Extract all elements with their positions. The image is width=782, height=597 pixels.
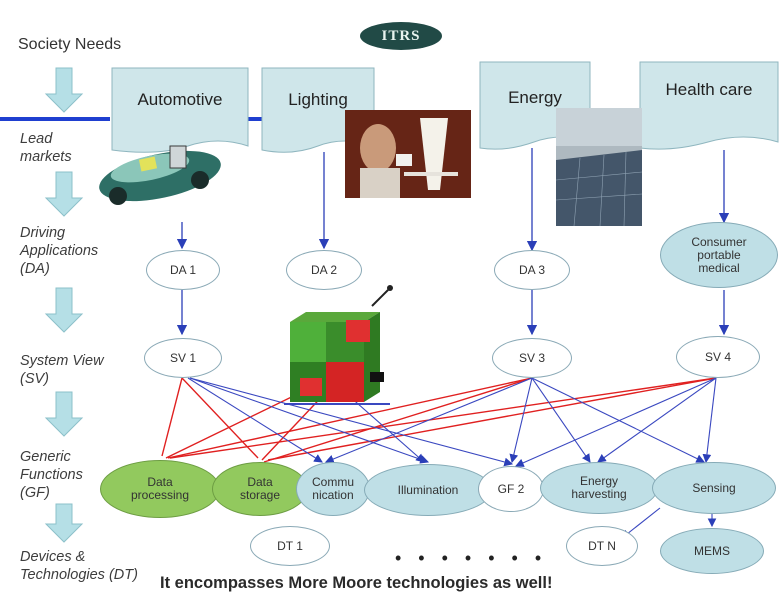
dt-1-node: DT 1	[250, 526, 330, 566]
label-system-view: System View (SV)	[20, 353, 104, 387]
da-4-node: Consumer portable medical	[660, 222, 778, 288]
gf-data-processing: Data processing	[100, 460, 220, 518]
gf-energy-harvesting: Energy harvesting	[540, 462, 658, 514]
gf-sensing: Sensing	[652, 462, 776, 514]
car-image	[99, 145, 221, 205]
da-3-node: DA 3	[494, 250, 570, 290]
sv-4-node: SV 4	[676, 336, 760, 378]
cube-graphic	[284, 285, 393, 405]
label-devices-technologies: Devices & Technologies (DT)	[20, 549, 138, 583]
healthcare-tab-shape	[639, 61, 779, 150]
label-lead-markets: Lead markets	[20, 131, 72, 165]
solar-photo	[555, 108, 643, 227]
automotive-tab-shape	[111, 67, 249, 153]
down-arrow-icon	[44, 171, 84, 217]
market-automotive: Automotive	[137, 90, 223, 109]
footer-caption: It encompasses More Moore technologies a…	[160, 574, 553, 592]
label-generic-functions: Generic Functions (GF)	[20, 449, 83, 501]
red-connections	[161, 377, 717, 463]
da-1-node: DA 1	[146, 250, 220, 290]
market-energy: Energy	[508, 88, 562, 107]
gf-communication: Commu nication	[296, 462, 370, 516]
dt-n-node: DT N	[566, 526, 638, 566]
lighting-photo	[345, 110, 471, 198]
market-health-care: Health care	[665, 80, 753, 99]
down-arrow-icon	[44, 287, 84, 333]
blue-connections	[187, 377, 717, 539]
down-arrow-icon	[44, 503, 84, 543]
market-lighting: Lighting	[288, 90, 348, 109]
sv-3-node: SV 3	[492, 338, 572, 378]
down-arrow-icon	[44, 391, 84, 437]
gf-data-storage: Data storage	[212, 462, 308, 516]
dt-ellipsis: • • • • • • •	[395, 548, 548, 568]
flow-arrows	[44, 67, 84, 543]
gf-2-node: GF 2	[478, 466, 544, 512]
da-2-node: DA 2	[286, 250, 362, 290]
dt-mems-node: MEMS	[660, 528, 764, 574]
gf-illumination: Illumination	[364, 464, 492, 516]
itrs-logo: ITRS	[360, 22, 442, 50]
label-society-needs: Society Needs	[18, 36, 122, 53]
label-driving-applications: Driving Applications (DA)	[20, 225, 99, 277]
down-arrow-icon	[44, 67, 84, 113]
sv-1-node: SV 1	[144, 338, 222, 378]
